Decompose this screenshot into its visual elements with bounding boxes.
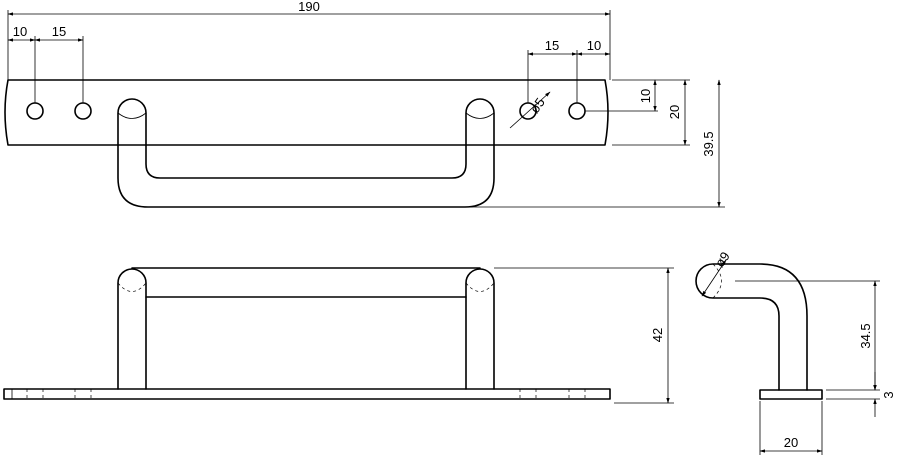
front-plate	[3, 388, 611, 400]
dim-rod-height: 34.5	[858, 323, 873, 348]
hole-2	[74, 102, 92, 120]
handle-outer	[117, 98, 495, 208]
dim-plate-thickness: 3	[881, 391, 896, 398]
side-rod	[695, 263, 808, 391]
dim-hole-spacing-right: 15	[545, 38, 559, 53]
side-plate	[759, 389, 823, 400]
dim-overall-length: 190	[298, 0, 320, 14]
dim-hole-spacing-left: 15	[52, 24, 66, 39]
hole-4	[568, 102, 586, 120]
dim-hole-offset-left: 10	[13, 24, 27, 39]
top-view: 190 10 15 15 10 ø5 10 20 39.5	[4, 0, 725, 208]
front-post-right	[465, 268, 495, 390]
top-plate-outline	[4, 79, 609, 146]
front-post-left	[117, 268, 147, 390]
hole-1	[26, 102, 44, 120]
dim-total-depth: 39.5	[701, 131, 716, 156]
side-view: ø9 34.5 3 20	[695, 249, 896, 455]
dim-hole-height: 10	[638, 89, 653, 103]
dim-hole-diameter: ø5	[527, 95, 548, 116]
dim-front-height: 42	[650, 328, 665, 342]
dim-plate-height: 20	[667, 105, 682, 119]
dim-hole-offset-right: 10	[587, 38, 601, 53]
front-view: 42	[3, 267, 674, 404]
dim-plate-width: 20	[784, 435, 798, 450]
dim-rod-diameter: ø9	[712, 249, 733, 270]
